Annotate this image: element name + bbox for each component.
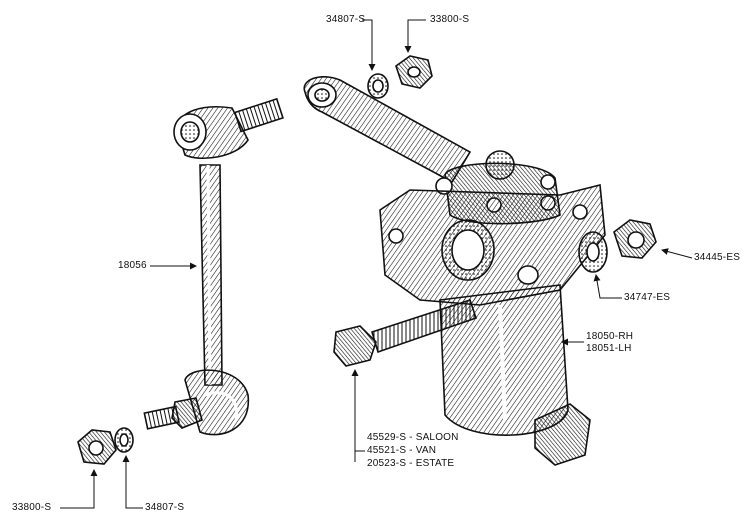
label-nut-top: 33800-S [430, 14, 470, 25]
label-nut-bottom: 33800-S [12, 502, 52, 513]
label-housing-rh: 18050-RH [586, 331, 634, 342]
label-washer-top: 34807-S [326, 14, 366, 25]
label-bolt-estate: 20523-S - ESTATE [367, 458, 455, 469]
leader-lines [60, 19, 693, 509]
label-link: 18056 [118, 260, 147, 271]
mounting-bolt [333, 298, 478, 367]
nut-top [395, 55, 433, 89]
lever-arm [303, 76, 472, 184]
label-washer-right: 34747-ES [624, 292, 671, 303]
label-nut-right: 34445-ES [694, 252, 741, 263]
label-bolt-saloon: 45529-S - SALOON [367, 432, 459, 443]
washer-top [367, 73, 389, 99]
shock-absorber-housing [379, 150, 608, 466]
nut-right [613, 219, 657, 259]
drop-link [143, 97, 284, 436]
label-bolt-van: 45521-S - VAN [367, 445, 437, 456]
nut-bottom [77, 429, 117, 465]
label-washer-bottom: 34807-S [145, 502, 185, 513]
label-housing-lh: 18051-LH [586, 343, 632, 354]
washer-bottom [114, 427, 134, 453]
